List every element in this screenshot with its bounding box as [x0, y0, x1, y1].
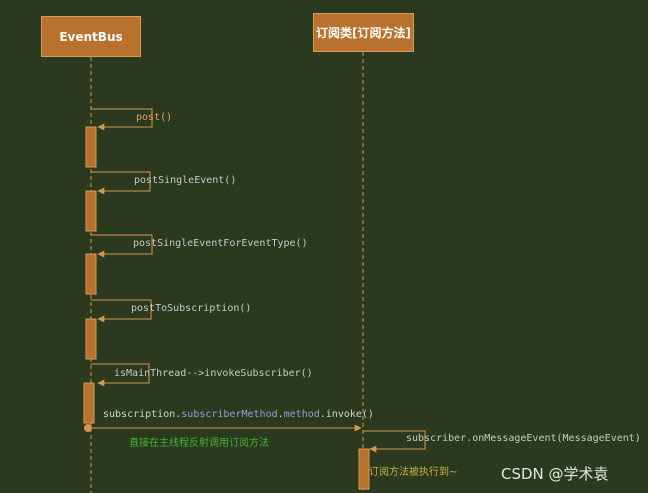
self-call-is-main-thread-arrow [91, 363, 150, 387]
self-call-post-to-subscription-arrow [91, 299, 152, 323]
activation-bar-post [85, 126, 97, 168]
invoke-token-dot: . [277, 409, 284, 420]
activation-bar-invoke-subscriber [83, 382, 95, 424]
message-label-on-message-event: subscriber.onMessageEvent(MessageEvent) [406, 433, 641, 444]
activation-bar-post-to-subscription [85, 318, 97, 360]
invoke-token-subscriber-method: subscriberMethod [181, 409, 278, 420]
message-label-post: post() [136, 112, 173, 123]
message-label-is-main-thread: isMainThread-->invokeSubscriber() [114, 368, 313, 379]
message-label-post-single-event-for-type: postSingleEventForEventType() [133, 238, 308, 249]
message-label-post-to-subscription: postToSubscription() [131, 303, 252, 314]
invoke-token-subscription: subscription. [103, 409, 182, 420]
activation-bar-post-single-event [85, 190, 97, 232]
self-call-on-message-event-arrow [363, 430, 426, 453]
activation-bar-post-single-event-for-type [85, 253, 97, 295]
activation-bar-on-message-event [358, 448, 370, 490]
invoke-token-method: method [283, 409, 320, 420]
message-label-post-single-event: postSingleEvent() [134, 175, 237, 186]
self-call-post-single-event-for-type-arrow [91, 234, 153, 258]
watermark-text: CSDN @学术袁 [501, 465, 609, 483]
invoke-message-start-dot [84, 424, 92, 432]
self-call-post-arrow [91, 108, 153, 131]
self-call-post-single-event-arrow [91, 171, 151, 195]
participant-eventbus: EventBus [41, 16, 141, 57]
invoke-token-invoke: .invoke() [319, 409, 374, 420]
note-method-executed: 订阅方法被执行到~ [369, 467, 458, 478]
participant-subscriber: 订阅类[订阅方法] [313, 13, 414, 52]
message-label-invoke: subscription.subscriberMethod.method.inv… [103, 409, 374, 420]
note-main-thread-reflect: 直接在主线程反射调用订阅方法 [129, 438, 269, 449]
